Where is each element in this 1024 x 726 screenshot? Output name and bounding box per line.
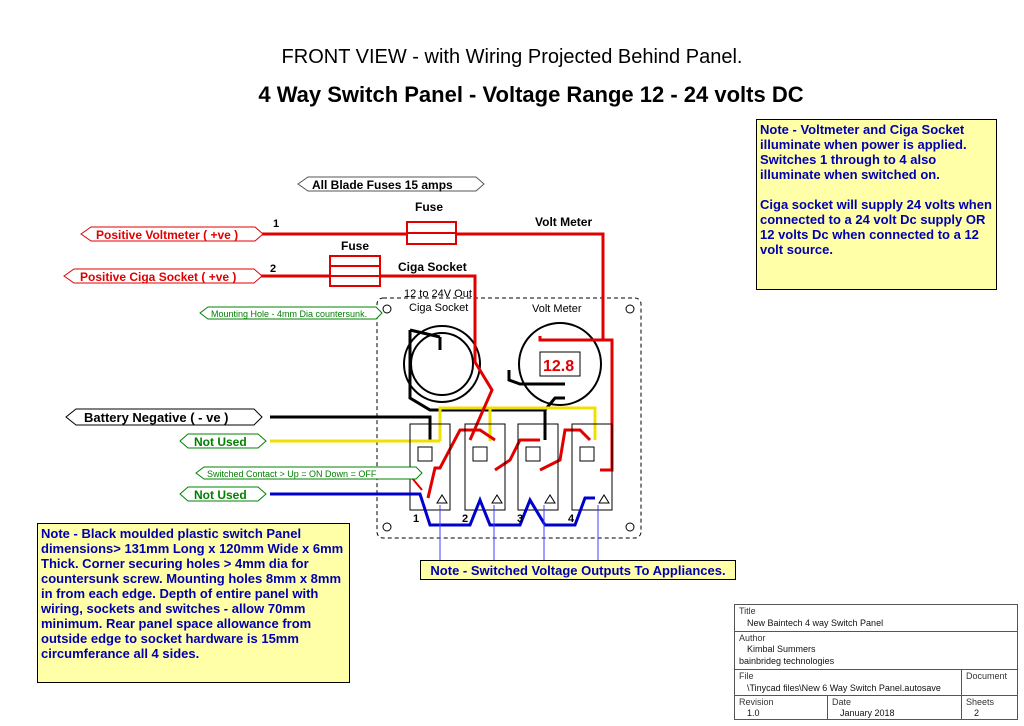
label-sw3: 3	[517, 513, 523, 525]
label-switched-contact: Switched Contact > Up = ON Down = OFF	[207, 469, 377, 479]
label-wire-1: 1	[273, 218, 279, 230]
tag-mounting-hole	[199, 306, 383, 320]
label-sw2: 2	[462, 513, 468, 525]
switch-panel-outline	[376, 297, 642, 539]
mounting-hole-br	[625, 522, 635, 532]
label-volt-meter-panel: Volt Meter	[532, 303, 582, 315]
tb-author-org: bainbrideg technologies	[739, 656, 835, 666]
note-top-right-para2: Ciga socket will supply 24 volts when co…	[760, 197, 992, 257]
note-bottom-left-text: Note - Black moulded plastic switch Pane…	[41, 526, 344, 661]
meter-display	[539, 351, 581, 377]
tb-date-value: January 2018	[840, 708, 895, 718]
label-ciga-socket-wire: Ciga Socket	[398, 260, 467, 274]
page-subtitle: 4 Way Switch Panel - Voltage Range 12 - …	[258, 82, 804, 107]
label-mounting-hole: Mounting Hole - 4mm Dia countersunk.	[211, 309, 367, 319]
meter-reading: 12.8	[543, 358, 574, 375]
tag-battery-neg	[65, 408, 263, 426]
tag-pos-voltmeter	[80, 226, 264, 242]
page-title: FRONT VIEW - with Wiring Projected Behin…	[281, 46, 743, 68]
fuse-ciga	[329, 255, 381, 287]
mounting-hole-tl	[382, 304, 392, 314]
tb-document-label: Document	[966, 671, 1008, 681]
tb-author-label: Author	[739, 633, 766, 643]
tag-switched-contact	[195, 466, 423, 480]
tb-date-label: Date	[832, 697, 852, 707]
label-not-used-2: Not Used	[194, 488, 247, 502]
label-pos-voltmeter: Positive Voltmeter ( +ve )	[96, 228, 238, 242]
label-ciga-out-1: 12 to 24V Out	[404, 288, 472, 300]
label-sw4: 4	[568, 513, 575, 525]
mounting-hole-tr	[625, 304, 635, 314]
tb-revision-value: 1.0	[747, 708, 760, 718]
tag-not-used-2	[179, 486, 267, 502]
tb-sheets-value: 2	[974, 708, 980, 718]
switch-4	[571, 423, 613, 511]
tb-author-name: Kimbal Summers	[747, 644, 816, 654]
label-volt-meter-wire: Volt Meter	[535, 215, 592, 229]
note-outputs: Note - Switched Voltage Outputs To Appli…	[420, 560, 736, 580]
label-all-fuses: All Blade Fuses 15 amps	[312, 178, 453, 192]
label-fuse-b: Fuse	[341, 239, 369, 253]
tb-sheets-label: Sheets	[966, 697, 995, 707]
label-wire-2: 2	[270, 263, 276, 275]
tb-file-label: File	[739, 671, 754, 681]
tag-pos-ciga	[63, 268, 263, 284]
label-pos-ciga: Positive Ciga Socket ( +ve )	[80, 270, 236, 284]
tb-title-value: New Baintech 4 way Switch Panel	[747, 618, 884, 628]
tag-not-used-1	[179, 433, 267, 449]
ciga-socket-circle	[403, 325, 481, 403]
switch-3	[517, 423, 559, 511]
mounting-hole-bl	[382, 522, 392, 532]
tag-all-fuses	[297, 176, 485, 192]
note-outputs-text: Note - Switched Voltage Outputs To Appli…	[430, 563, 726, 578]
note-top-right: Note - Voltmeter and Ciga Socket illumin…	[756, 119, 997, 290]
title-block: Title New Baintech 4 way Switch Panel Au…	[734, 604, 1018, 720]
label-battery-neg: Battery Negative ( - ve )	[84, 410, 229, 425]
label-not-used-1: Not Used	[194, 435, 247, 449]
label-sw1: 1	[413, 513, 419, 525]
tb-title-label: Title	[739, 606, 756, 616]
tb-file-value: \Tinycad files\New 6 Way Switch Panel.au…	[747, 683, 941, 693]
note-bottom-left: Note - Black moulded plastic switch Pane…	[37, 523, 350, 683]
note-top-right-para1: Note - Voltmeter and Ciga Socket illumin…	[760, 122, 967, 182]
label-fuse-a: Fuse	[415, 200, 443, 214]
label-ciga-out-2: Ciga Socket	[409, 302, 468, 314]
tb-revision-label: Revision	[739, 697, 774, 707]
volt-meter-circle	[518, 322, 602, 406]
